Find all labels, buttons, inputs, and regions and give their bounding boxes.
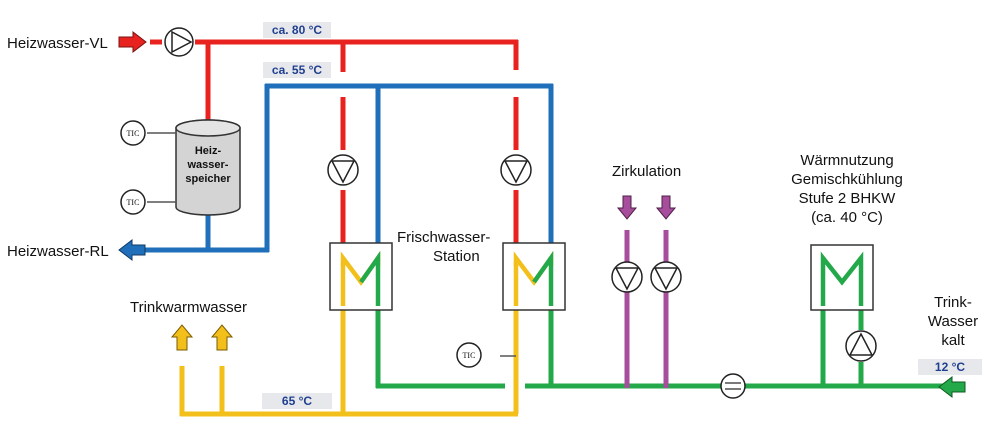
heat-exchanger-station-2 (502, 242, 566, 311)
arrow-down-icon (616, 195, 638, 220)
storage-label-line1: Heiz- (195, 145, 222, 157)
temp-tag-cold-text: 12 °C (935, 360, 965, 374)
flow-meter-icon (720, 373, 746, 399)
temp-tag-vl-text: ca. 80 °C (272, 23, 322, 37)
arrow-left-icon (118, 238, 146, 262)
arrow-right-icon (118, 30, 147, 54)
label-frischwasser-line2: Station (433, 248, 480, 265)
arrow-left-icon (938, 375, 966, 399)
pump-icon-circulation-1 (611, 261, 643, 293)
temp-tag-rl-text: ca. 55 °C (272, 63, 322, 77)
label-trinkwasser-line1: Trink- (934, 294, 972, 311)
label-waermenutzung-line1: Wärmnutzung (800, 152, 893, 169)
arrow-up-icon (170, 324, 194, 351)
temp-tag-warm: 65 °C (262, 393, 332, 409)
label-waermenutzung-line3: Stufe 2 BHKW (799, 190, 897, 207)
label-trinkwarmwasser: Trinkwarmwasser (130, 299, 247, 316)
temperature-sensor-station: TIC (456, 342, 482, 368)
pump-icon-bhkw (845, 330, 877, 362)
sensor-label: TIC (127, 198, 140, 207)
label-waermenutzung-line2: Gemischkühlung (791, 171, 903, 188)
sensor-label: TIC (463, 351, 476, 360)
temp-tag-cold: 12 °C (918, 359, 982, 375)
arrow-down-icon (655, 195, 677, 220)
label-heizwasser-vl: Heizwasser-VL (7, 35, 108, 52)
temp-tag-warm-text: 65 °C (282, 394, 312, 408)
circulation-pipes-purple (624, 230, 669, 388)
temp-tag-vl: ca. 80 °C (263, 22, 331, 38)
pump-icon-circulation-2 (650, 261, 682, 293)
supply-pipes-red (195, 39, 519, 266)
storage-label-line2: wasser- (187, 159, 229, 171)
storage-label-line3: speicher (185, 173, 231, 185)
label-waermenutzung-line4: (ca. 40 °C) (811, 209, 883, 226)
return-pipes-blue (145, 83, 554, 255)
pump-icon-station-1 (327, 154, 359, 186)
pump-icon-supply (164, 27, 194, 57)
label-trinkwasser-line2: Wasser (928, 313, 978, 330)
pump-icon-station-2 (500, 154, 532, 186)
temperature-sensor-lower: TIC (120, 189, 176, 215)
temp-tag-rl: ca. 55 °C (263, 62, 331, 78)
sensor-label: TIC (127, 129, 140, 138)
label-zirkulation: Zirkulation (612, 163, 681, 180)
heat-exchanger-station-1 (329, 242, 393, 311)
label-frischwasser-line1: Frischwasser- (397, 229, 490, 246)
heating-water-storage: Heiz- wasser- speicher (175, 119, 241, 216)
temperature-sensor-upper: TIC (120, 120, 176, 146)
arrow-up-icon (210, 324, 234, 351)
label-heizwasser-rl: Heizwasser-RL (7, 243, 109, 260)
heat-exchanger-bhkw (810, 244, 874, 311)
label-trinkwasser-line3: kalt (941, 332, 965, 349)
